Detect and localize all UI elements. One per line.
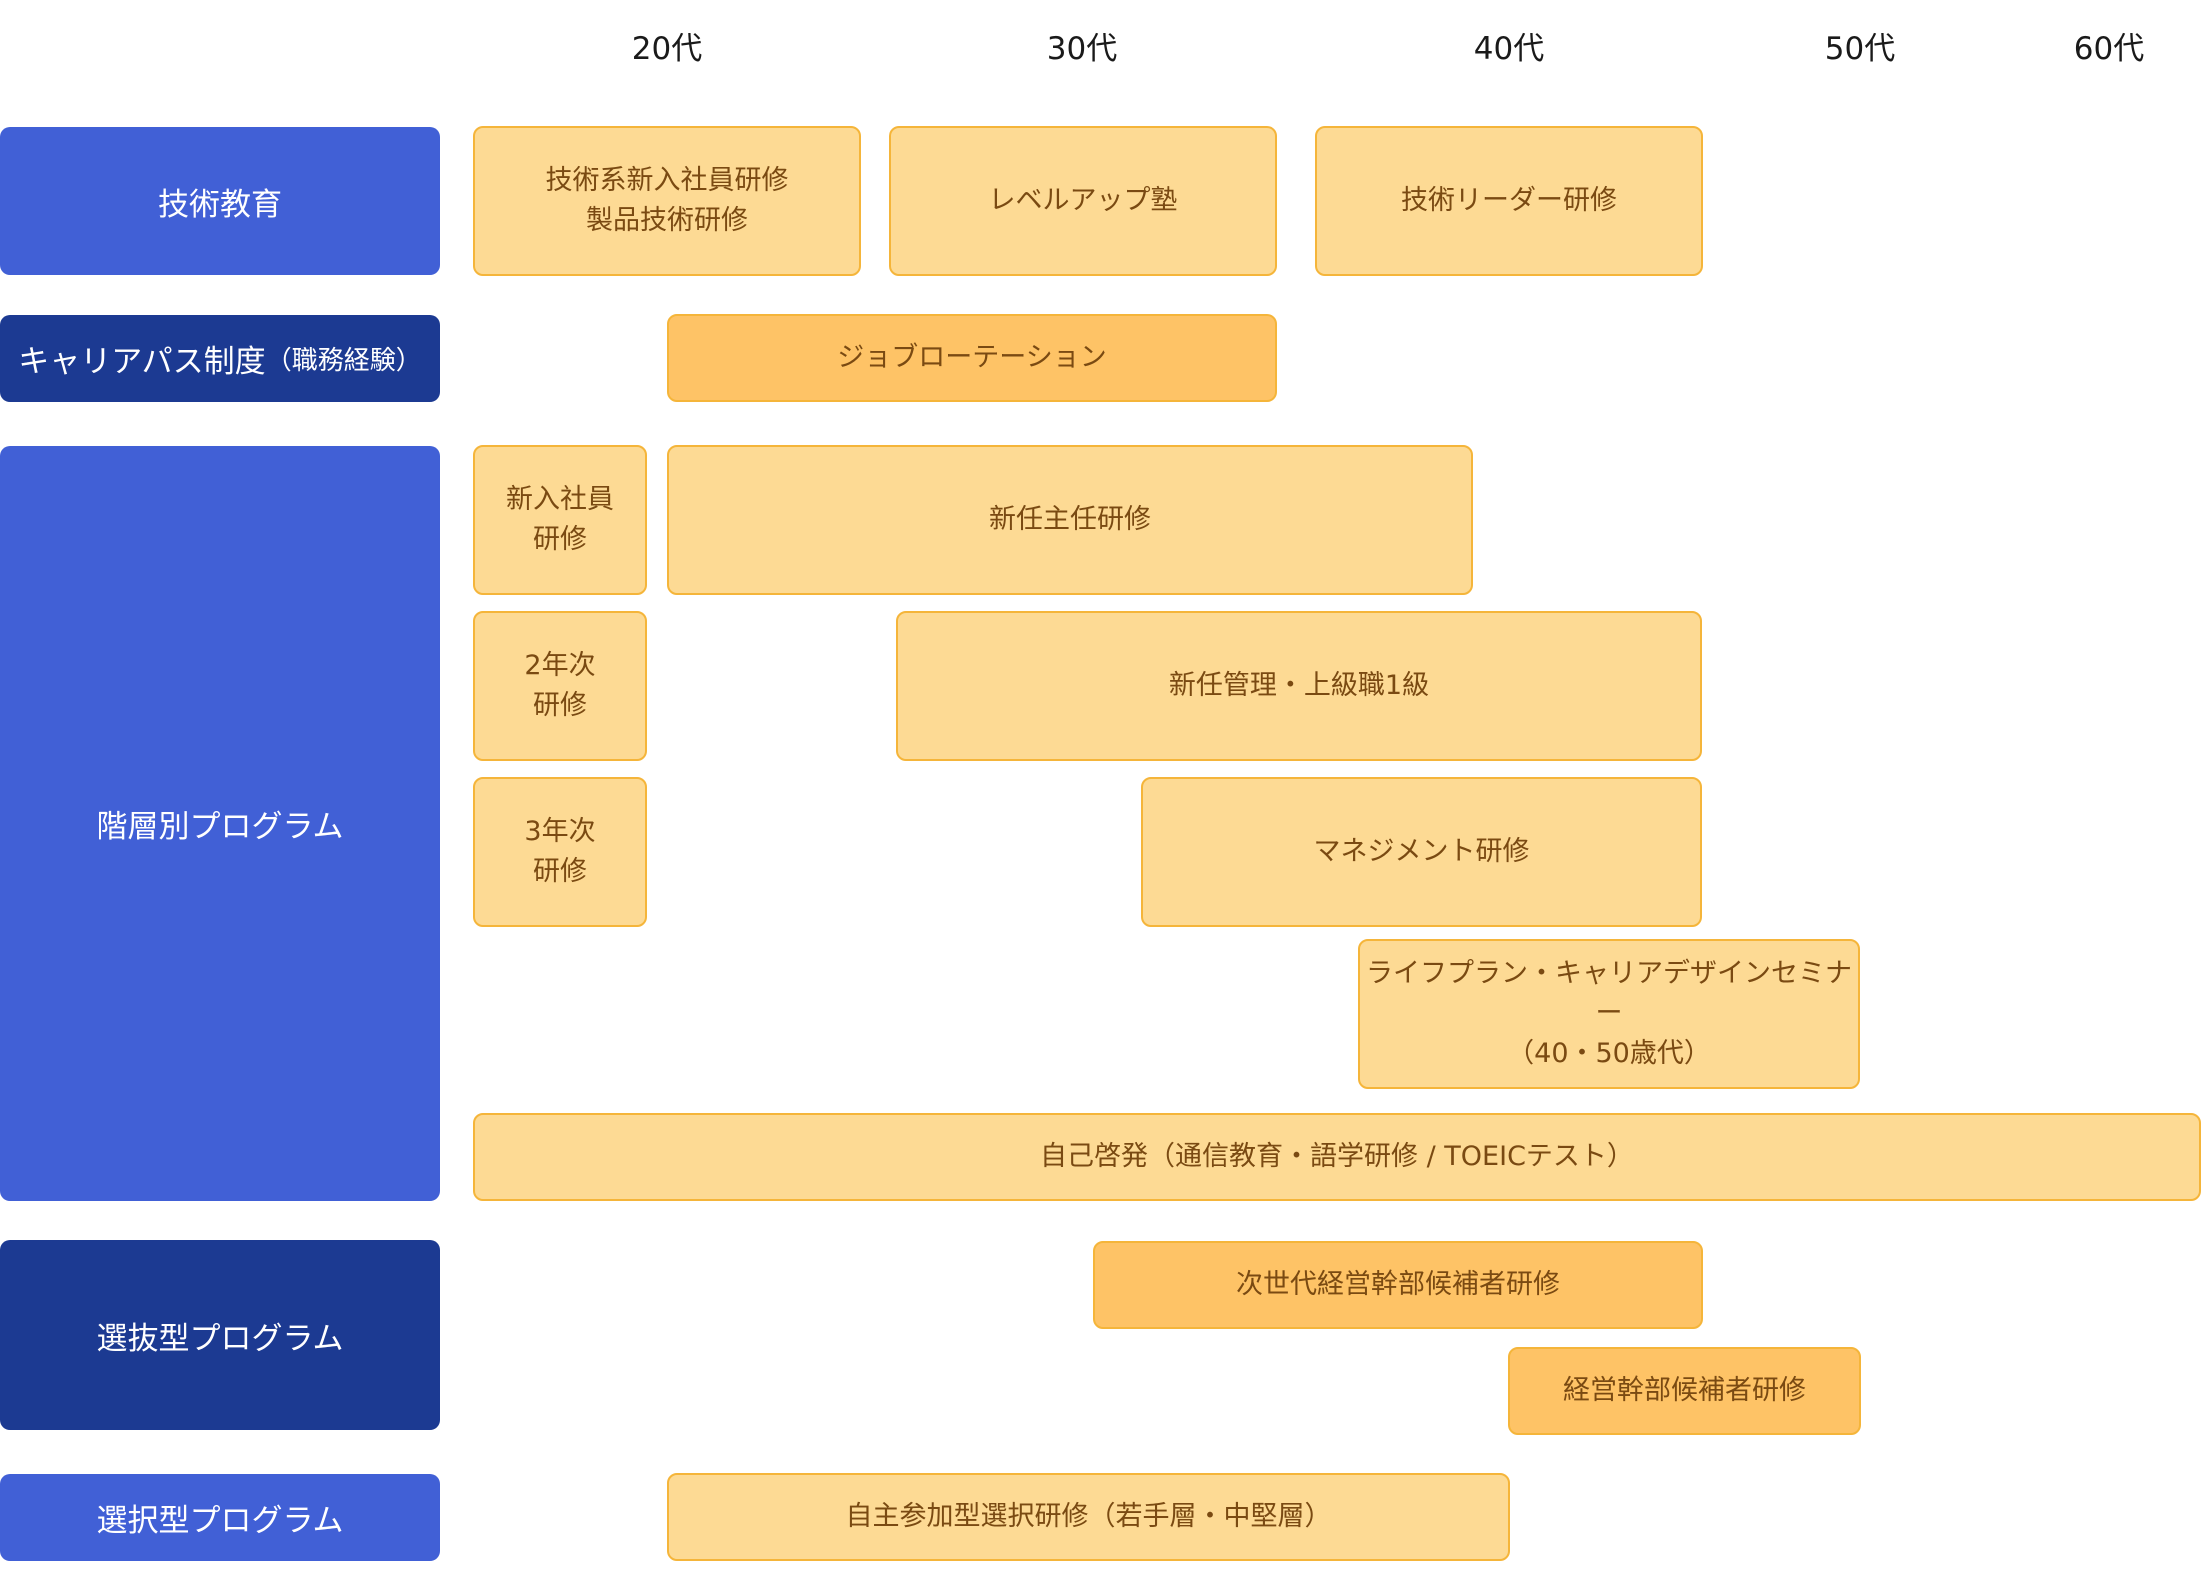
program-label: 技術リーダー研修 (1401, 185, 1617, 216)
program-next-gen-exec: 次世代経営幹部候補者研修 (1093, 1241, 1703, 1329)
program-line: 製品技術研修 (586, 205, 748, 236)
age-label-50s: 50代 (1824, 31, 1896, 67)
program-line: 新入社員 (506, 484, 614, 515)
program-label: 次世代経営幹部候補者研修 (1236, 1269, 1560, 1300)
age-label-20s: 20代 (631, 31, 703, 67)
program-life-plan: ライフプラン・キャリアデザインセミナー （40・50歳代） (1358, 939, 1860, 1089)
program-job-rotation: ジョブローテーション (667, 314, 1277, 402)
category-label: 選択型プログラム (96, 1503, 344, 1539)
program-label: 経営幹部候補者研修 (1563, 1375, 1806, 1406)
category-career-path: キャリアパス制度（職務経験） (0, 315, 440, 402)
program-level-up: レベルアップ塾 (889, 126, 1277, 276)
program-line: 技術系新入社員研修 (545, 165, 789, 196)
category-selection-program: 選抜型プログラム (0, 1240, 440, 1430)
age-label-60s: 60代 (2073, 31, 2145, 67)
category-elective-program: 選択型プログラム (0, 1474, 440, 1561)
program-self-development: 自己啓発（通信教育・語学研修 / TOEICテスト） (473, 1113, 2201, 1201)
program-new-manager: 新任管理・上級職1級 (896, 611, 1702, 761)
category-tech-education: 技術教育 (0, 127, 440, 275)
program-label: レベルアップ塾 (988, 185, 1178, 216)
category-label: 階層別プログラム (96, 809, 344, 845)
program-label: ジョブローテーション (837, 342, 1107, 373)
program-line: 2年次 (524, 650, 596, 681)
program-voluntary: 自主参加型選択研修（若手層・中堅層） (667, 1473, 1510, 1561)
age-label-40s: 40代 (1473, 31, 1545, 67)
program-line: ライフプラン・キャリアデザインセミナー (1366, 958, 1852, 1029)
program-new-chief: 新任主任研修 (667, 445, 1473, 595)
program-line: （40・50歳代） (1507, 1038, 1711, 1069)
program-label: 自己啓発（通信教育・語学研修 / TOEICテスト） (1040, 1141, 1634, 1172)
program-label: マネジメント研修 (1313, 836, 1530, 867)
program-new-employee: 新入社員 研修 (473, 445, 647, 595)
program-label: 新任主任研修 (989, 504, 1151, 535)
program-line: 3年次 (524, 816, 596, 847)
program-exec-candidate: 経営幹部候補者研修 (1508, 1347, 1861, 1435)
category-label: 選抜型プログラム (96, 1320, 344, 1357)
program-second-year: 2年次 研修 (473, 611, 647, 761)
program-tech-leader: 技術リーダー研修 (1315, 126, 1703, 276)
program-third-year: 3年次 研修 (473, 777, 647, 927)
category-tiered-program: 階層別プログラム (0, 446, 440, 1201)
program-management: マネジメント研修 (1141, 777, 1702, 927)
category-label: 技術教育 (158, 186, 282, 223)
age-label-30s: 30代 (1046, 31, 1118, 67)
category-label: キャリアパス制度 (18, 344, 266, 380)
program-label: 新任管理・上級職1級 (1168, 670, 1430, 701)
program-line: 研修 (533, 690, 587, 721)
category-note: （職務経験） (265, 346, 422, 376)
program-label: 自主参加型選択研修（若手層・中堅層） (845, 1501, 1332, 1532)
program-line: 研修 (533, 524, 587, 555)
program-new-engineer-training: 技術系新入社員研修 製品技術研修 (473, 126, 861, 276)
program-line: 研修 (533, 856, 587, 887)
